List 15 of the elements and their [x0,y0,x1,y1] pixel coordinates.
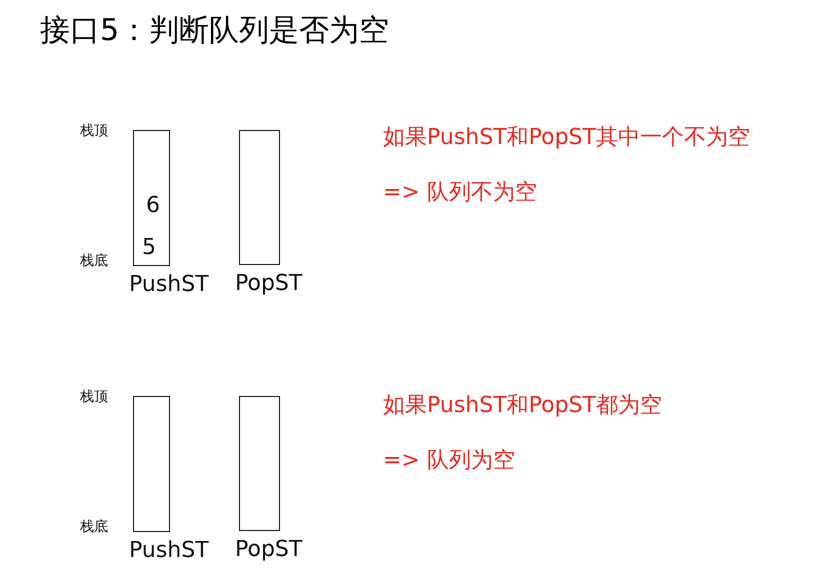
note-text: 如果PushST和PopST都为空 [383,392,662,420]
stack-name: PopST [235,537,302,562]
stack-item: 6 [146,193,160,218]
title: 接口5：判断队列是否为空 [40,12,390,50]
stack-item: 5 [142,235,156,260]
stack-bottom-label: 栈底 [80,518,108,536]
note-text: 如果PushST和PopST其中一个不为空 [383,124,750,152]
note-text: => 队列为空 [383,447,515,475]
stack-name: PushST [129,538,209,563]
note-text: => 队列不为空 [383,179,537,207]
stack-bottom-label: 栈底 [80,252,108,270]
stack-name: PushST [129,272,209,297]
stack-top-label: 栈顶 [80,388,108,406]
stack-name: PopST [235,271,302,296]
stack-top-label: 栈顶 [80,122,108,140]
